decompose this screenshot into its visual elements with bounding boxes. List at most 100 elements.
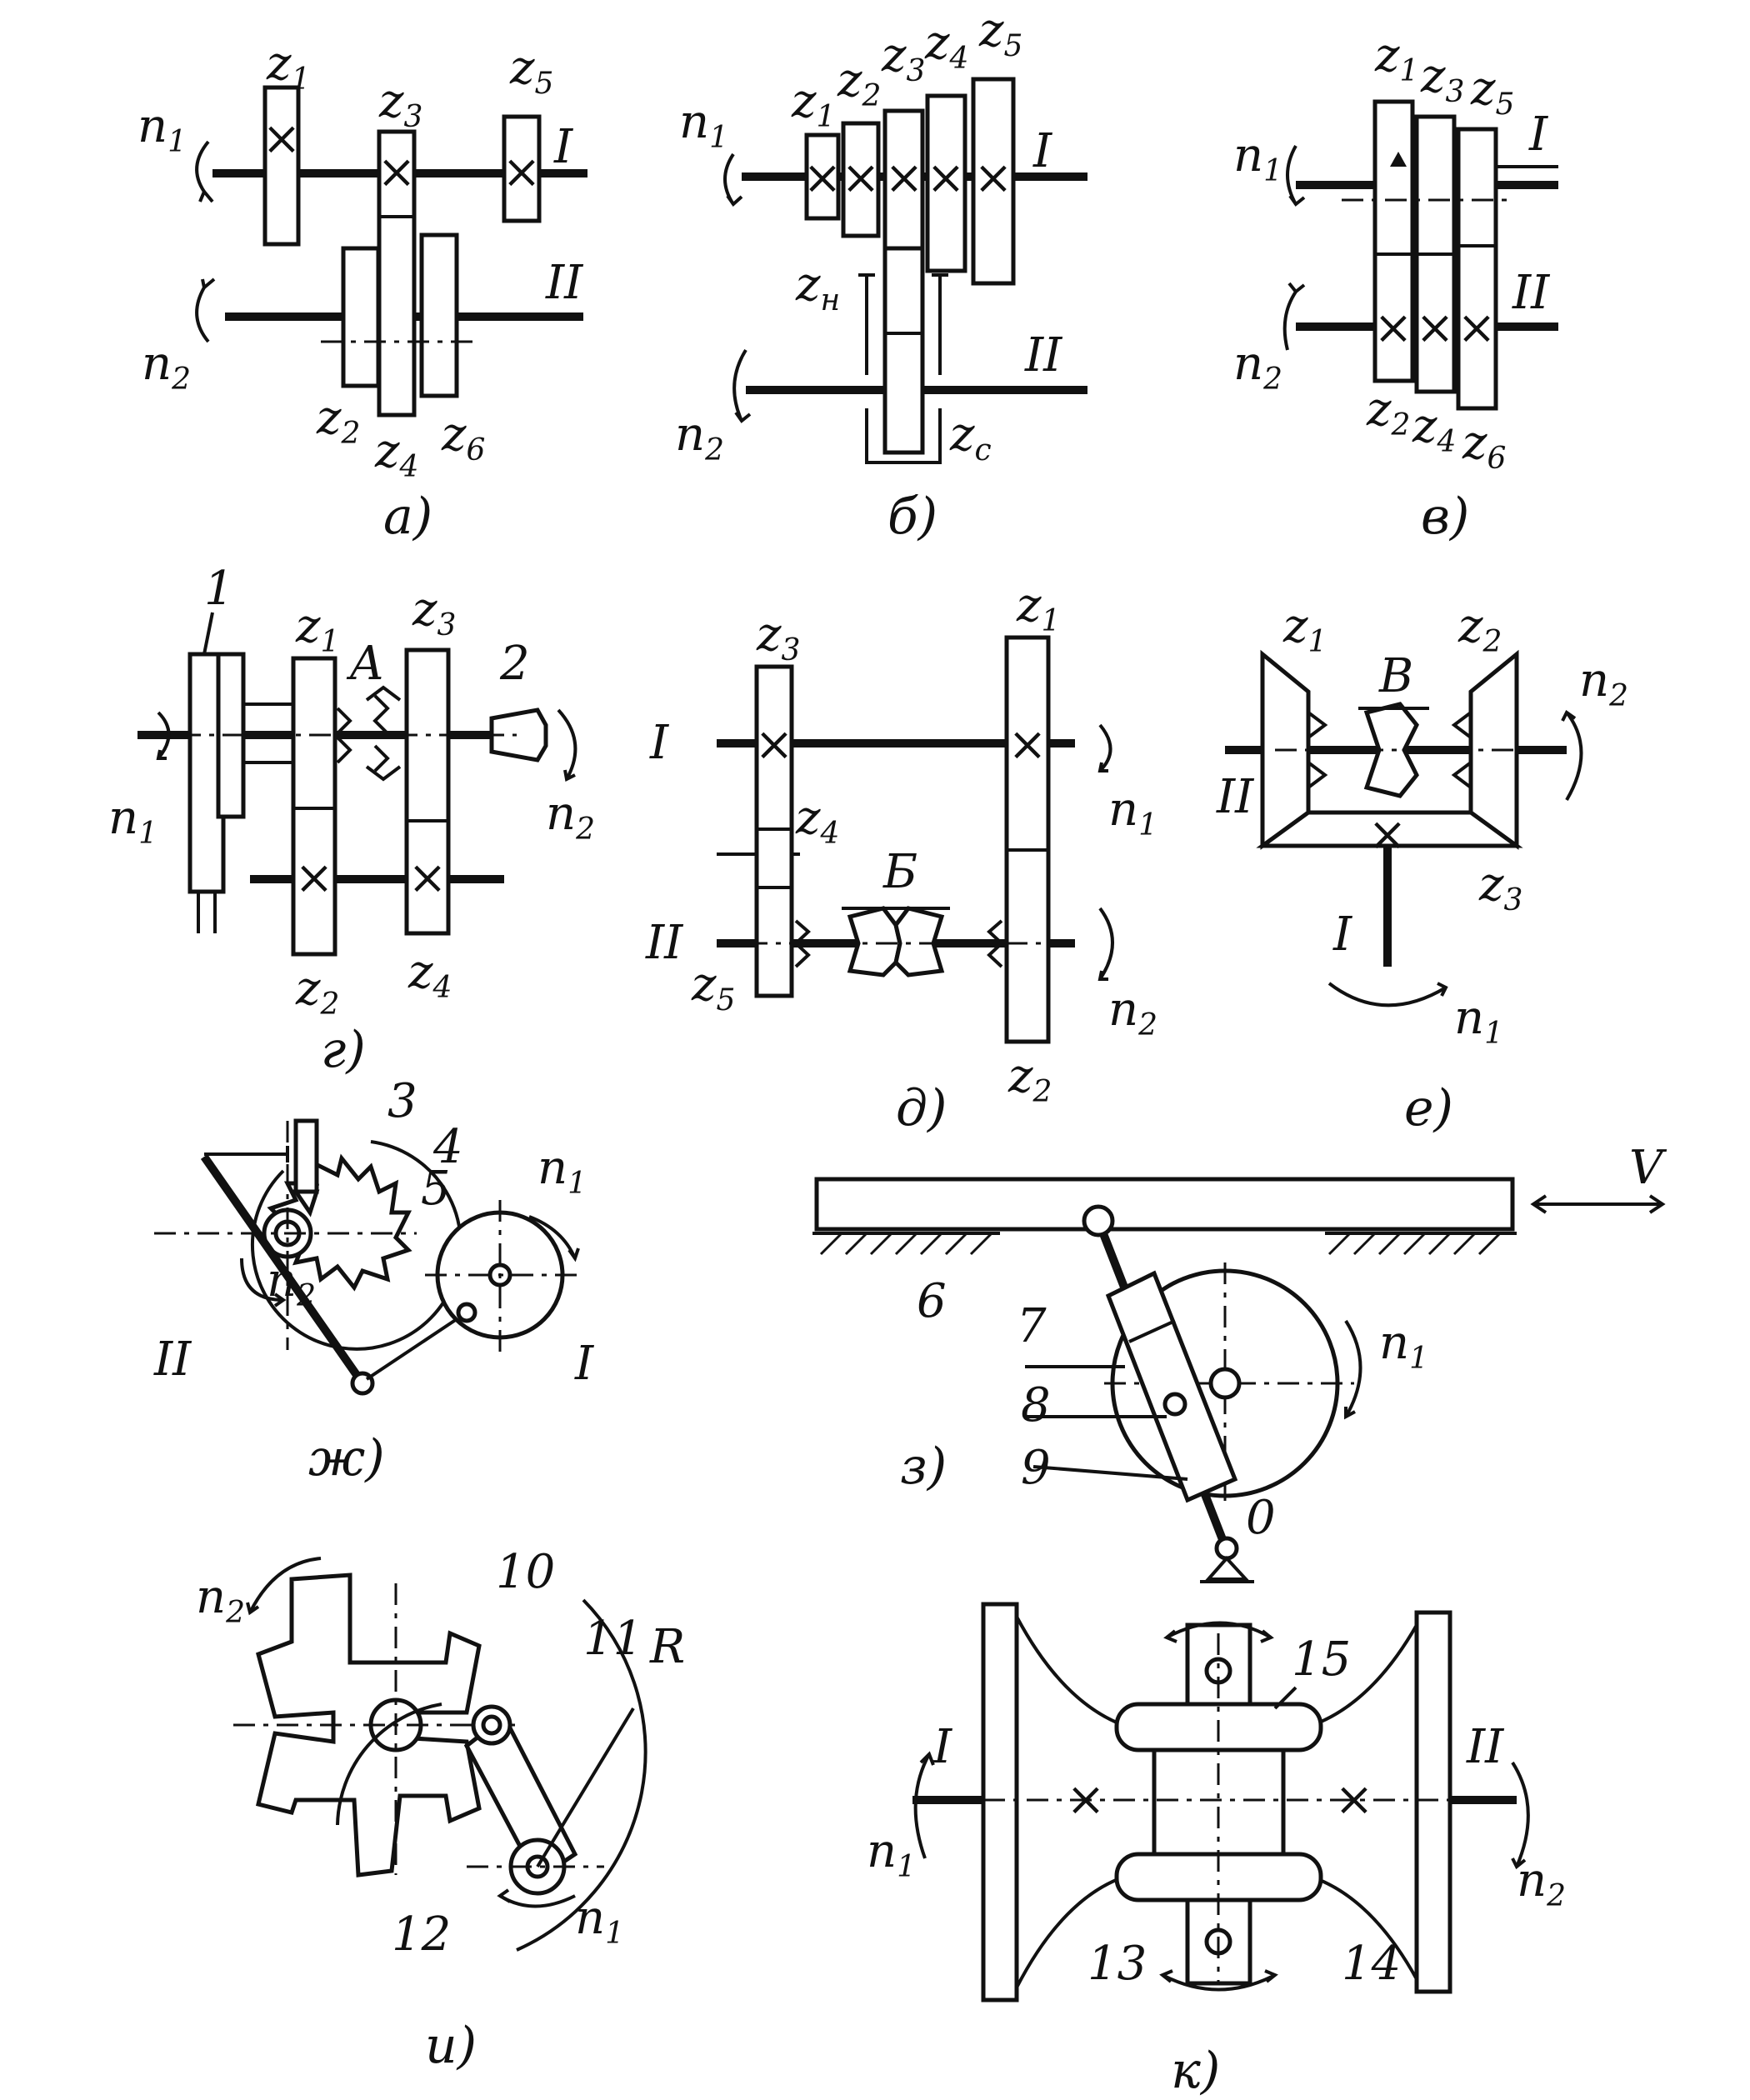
label-zH: zн bbox=[795, 258, 840, 318]
label-11: 11 bbox=[583, 1612, 642, 1666]
svg-text:×: × bbox=[378, 145, 417, 199]
label-B: B bbox=[1378, 649, 1413, 703]
label-n2: n2 bbox=[1108, 982, 1158, 1042]
label-15: 15 bbox=[1292, 1632, 1351, 1687]
svg-text:×: × bbox=[842, 151, 881, 205]
label-n2: n2 bbox=[142, 337, 191, 397]
label-z3: z3 bbox=[1420, 49, 1464, 109]
label-z2: z2 bbox=[316, 391, 360, 451]
label-z3: z3 bbox=[412, 582, 456, 642]
label-z4: z4 bbox=[408, 945, 452, 1005]
label-n1: n1 bbox=[138, 99, 187, 159]
panel-k: × × 13 14 15 n1 n2 I II к) bbox=[867, 1602, 1566, 2100]
label-z3: z3 bbox=[378, 74, 422, 134]
label-z2: z2 bbox=[1458, 599, 1502, 659]
label-7: 7 bbox=[1017, 1299, 1047, 1353]
caption-g: г) bbox=[321, 1021, 366, 1079]
label-shaft-II: II bbox=[153, 1332, 192, 1387]
panel-i: 10 11 12 R n1 n2 и) bbox=[196, 1545, 685, 2075]
label-z5: z5 bbox=[691, 958, 735, 1018]
label-shaft-I: I bbox=[574, 1337, 595, 1391]
svg-text:×: × bbox=[1458, 301, 1497, 355]
label-n1: n1 bbox=[575, 1891, 624, 1951]
label-z4: z4 bbox=[1412, 399, 1456, 459]
label-4: 4 bbox=[432, 1120, 463, 1174]
label-6: 6 bbox=[917, 1274, 947, 1328]
svg-text:×: × bbox=[1008, 718, 1048, 772]
label-z5: z5 bbox=[509, 41, 553, 101]
svg-text:×: × bbox=[803, 151, 842, 205]
label-shaft-II: II bbox=[545, 256, 584, 310]
label-z1: z1 bbox=[1282, 599, 1327, 659]
caption-i: и) bbox=[425, 2017, 477, 2075]
label-z4: z4 bbox=[795, 791, 839, 851]
label-12: 12 bbox=[392, 1908, 451, 1962]
label-z3: z3 bbox=[881, 28, 925, 88]
label-14: 14 bbox=[1342, 1937, 1401, 1991]
label-n1: n1 bbox=[1379, 1316, 1428, 1376]
label-shaft-I: I bbox=[1332, 908, 1353, 962]
label-shaft-II: II bbox=[1216, 770, 1255, 824]
svg-text:×: × bbox=[1374, 301, 1413, 355]
caption-v: в) bbox=[1421, 488, 1469, 546]
caption-z: з) bbox=[900, 1438, 947, 1496]
svg-text:×: × bbox=[1335, 1772, 1374, 1827]
svg-text:×: × bbox=[262, 112, 302, 166]
caption-b: б) bbox=[888, 488, 938, 546]
label-B-cyr: Б bbox=[882, 845, 918, 899]
label-1: 1 bbox=[204, 562, 234, 616]
label-z1: z1 bbox=[266, 37, 310, 97]
label-shaft-I: I bbox=[1032, 124, 1053, 178]
label-z2: z2 bbox=[1366, 382, 1410, 442]
label-n2: n2 bbox=[1233, 337, 1282, 397]
label-shaft-I: I bbox=[1528, 108, 1549, 162]
label-z2: z2 bbox=[295, 962, 339, 1022]
svg-text:×: × bbox=[974, 151, 1013, 205]
panel-e: × z1 z2 z3 B n2 n1 I II е) bbox=[1216, 599, 1628, 1138]
label-9: 9 bbox=[1021, 1441, 1051, 1495]
label-n1: n1 bbox=[867, 1824, 916, 1884]
label-shaft-II: II bbox=[645, 916, 684, 970]
label-z1: z1 bbox=[791, 74, 835, 134]
label-n1: n1 bbox=[679, 95, 728, 155]
svg-text:×: × bbox=[295, 851, 334, 905]
panel-v: × × × z1 z3 z5 z2 z4 z6 n1 n2 I II в) bbox=[1233, 28, 1558, 546]
label-2: 2 bbox=[499, 637, 530, 691]
svg-text:×: × bbox=[755, 718, 794, 772]
caption-zh: ж) bbox=[308, 1429, 385, 1488]
svg-text:×: × bbox=[885, 151, 924, 205]
svg-text:×: × bbox=[1416, 301, 1455, 355]
label-n1: n1 bbox=[1233, 128, 1282, 188]
label-13: 13 bbox=[1088, 1937, 1147, 1991]
label-z2: z2 bbox=[1008, 1049, 1052, 1109]
label-z5: z5 bbox=[1470, 62, 1514, 122]
label-shaft-I: I bbox=[649, 716, 670, 770]
panel-d: × × z3 z1 z4 z5 z2 Б n1 n2 I II д) bbox=[645, 578, 1158, 1138]
label-z1: z1 bbox=[295, 599, 339, 659]
svg-text:×: × bbox=[1067, 1772, 1106, 1827]
label-n1: n1 bbox=[538, 1141, 587, 1201]
svg-text:×: × bbox=[1368, 808, 1408, 862]
label-n2: n2 bbox=[675, 408, 724, 468]
label-n1: n1 bbox=[108, 791, 158, 851]
label-3: 3 bbox=[388, 1074, 418, 1128]
panel-a: × × × z1 z3 z5 z2 z4 z6 n1 n2 I II а) bbox=[138, 37, 588, 546]
label-z6: z6 bbox=[1462, 416, 1506, 476]
label-shaft-I: I bbox=[932, 1720, 953, 1774]
caption-e: е) bbox=[1404, 1079, 1453, 1138]
label-8: 8 bbox=[1021, 1378, 1051, 1432]
label-z1: z1 bbox=[1016, 578, 1060, 638]
label-shaft-II: II bbox=[1466, 1720, 1505, 1774]
label-V: V bbox=[1629, 1141, 1668, 1195]
label-5: 5 bbox=[421, 1162, 451, 1216]
caption-d: д) bbox=[896, 1079, 947, 1138]
label-A: A bbox=[346, 637, 383, 691]
label-R: R bbox=[649, 1620, 685, 1674]
label-z5: z5 bbox=[978, 3, 1022, 63]
label-shaft-II: II bbox=[1024, 328, 1063, 382]
label-z4: z4 bbox=[374, 424, 418, 484]
label-n1: n1 bbox=[1454, 991, 1503, 1051]
label-n2: n2 bbox=[196, 1570, 245, 1630]
label-shaft-II: II bbox=[1512, 266, 1551, 320]
